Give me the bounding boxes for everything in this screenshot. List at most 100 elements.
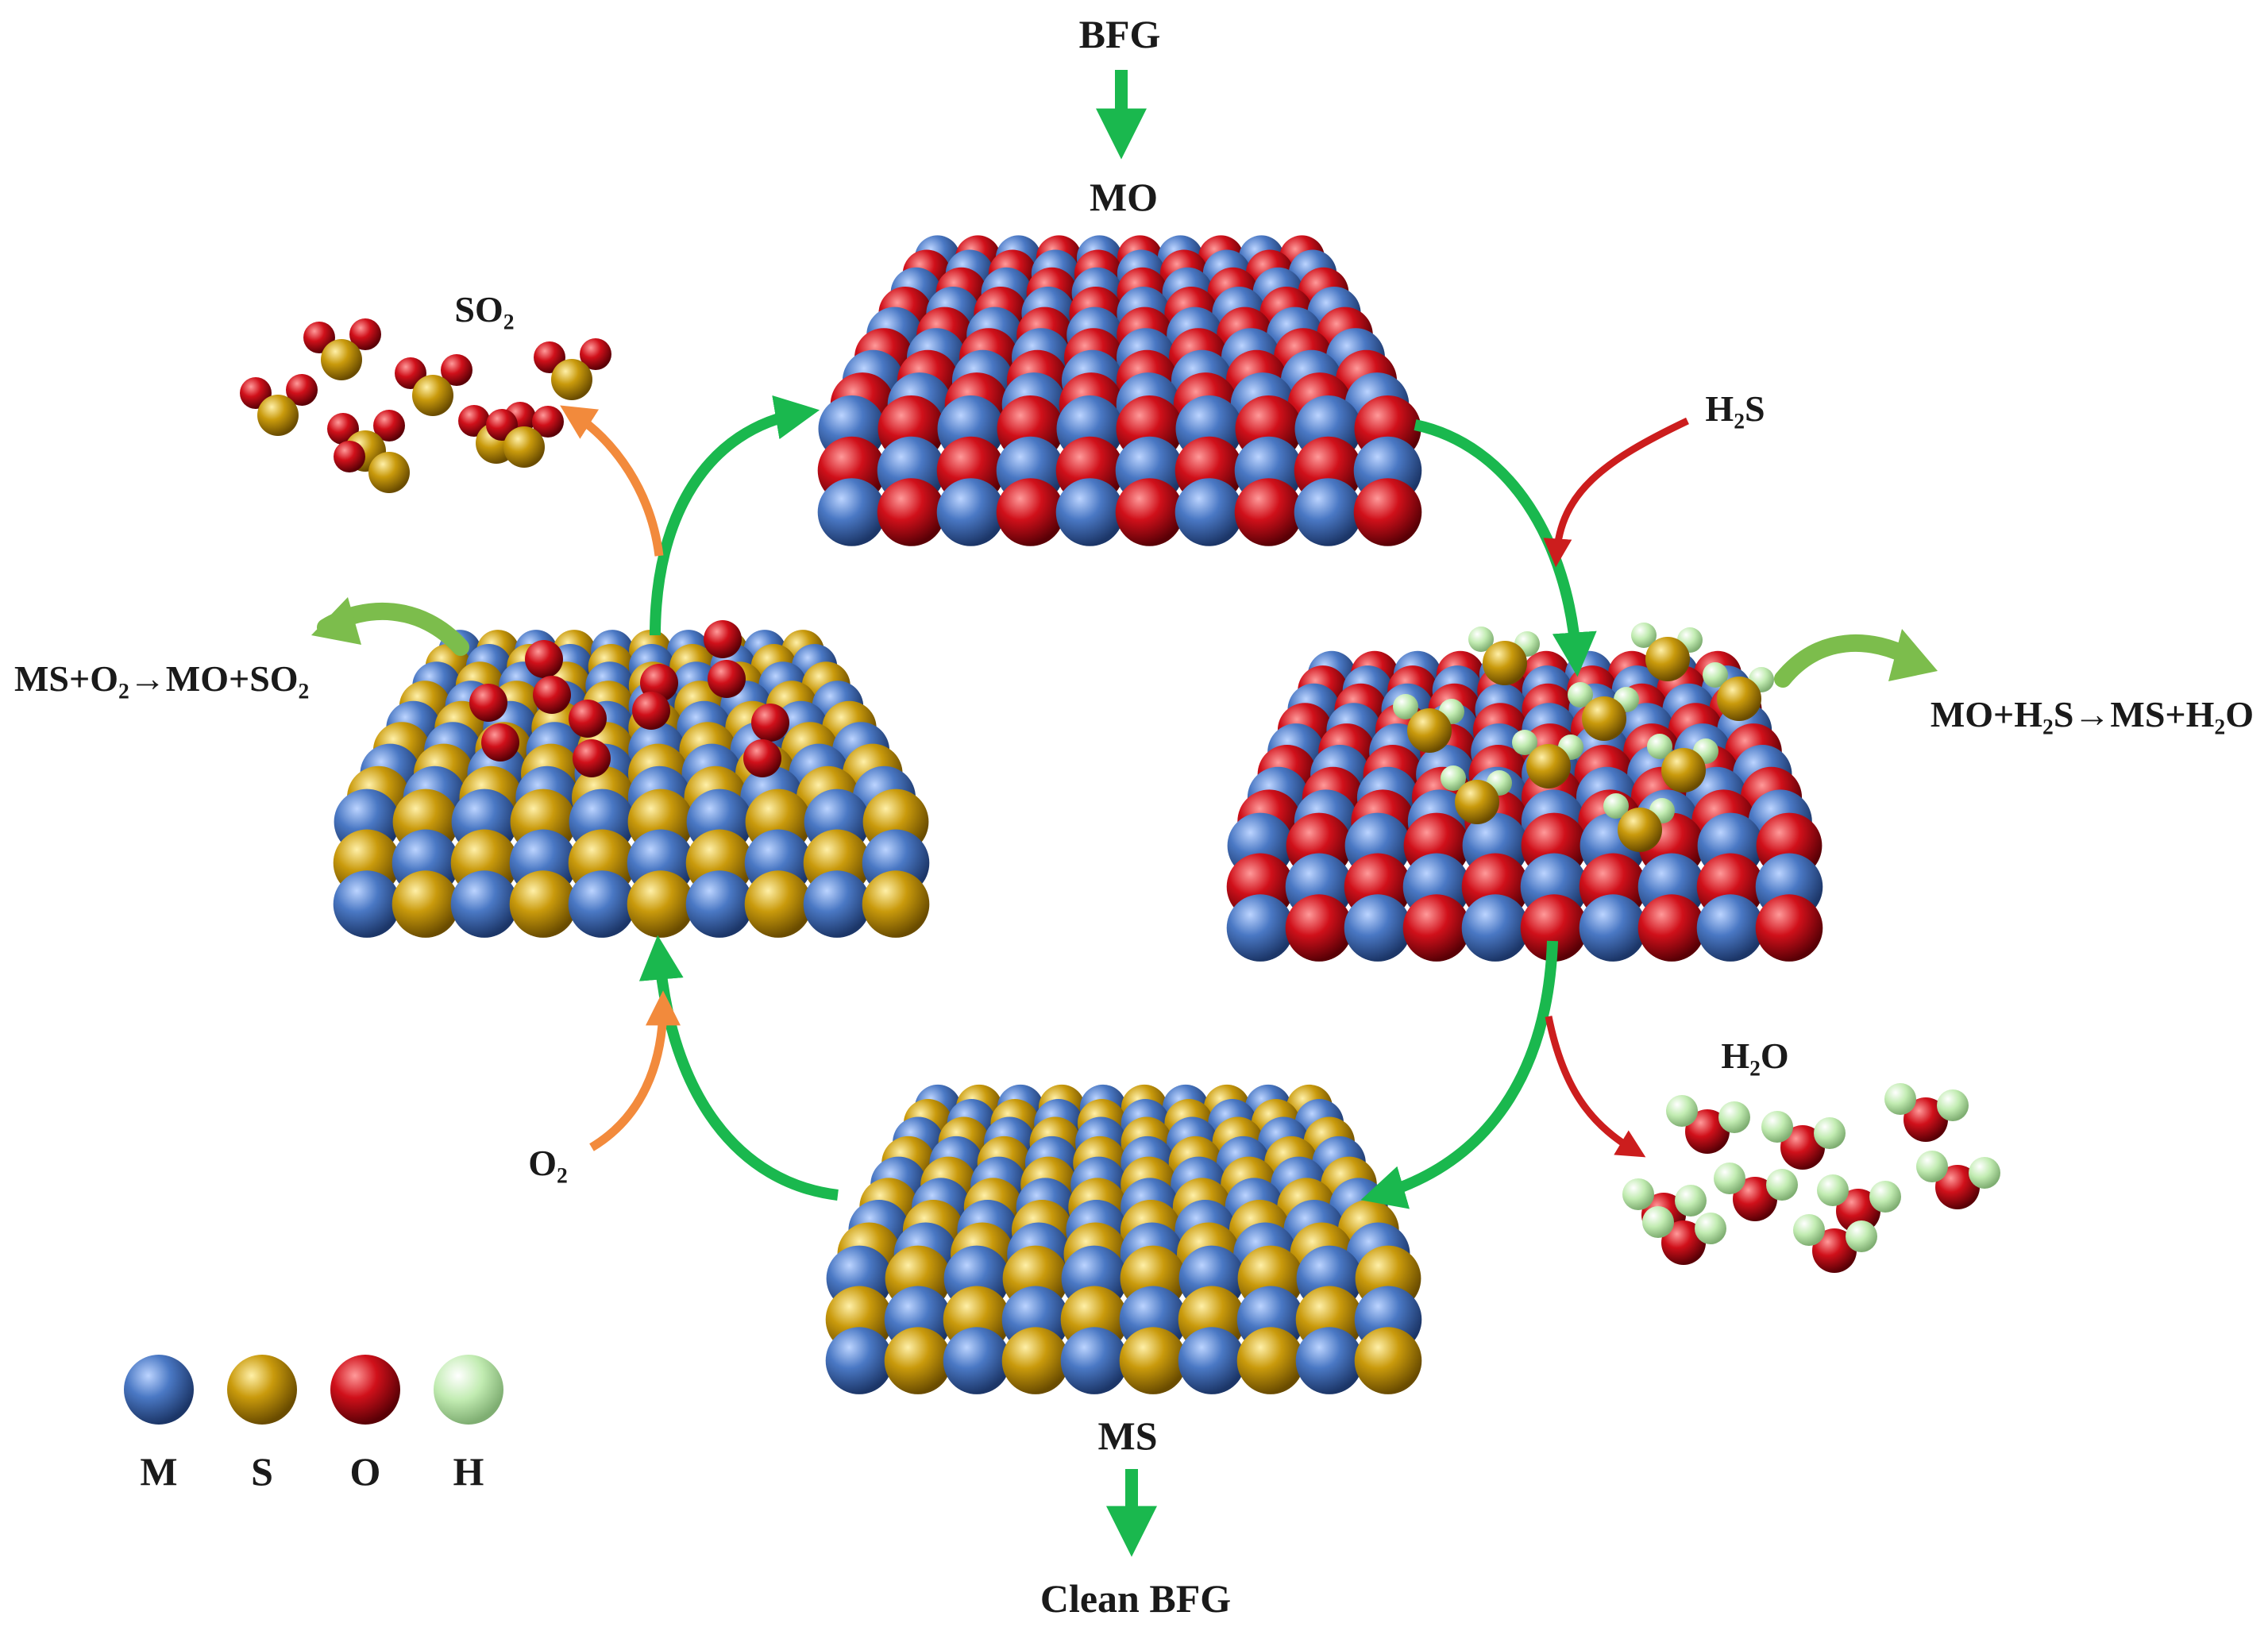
h-atom [1766,1169,1798,1201]
atom-M [685,870,754,938]
o-atom [1935,1165,1980,1209]
atom-O [1402,894,1471,962]
o-atom [1812,1228,1857,1273]
h-atom [1603,793,1629,819]
h-atom [1817,1174,1849,1206]
label-o2: O₂ [528,1143,568,1183]
h-atom [1761,1111,1793,1143]
label-reaction-sulfid: MO+H₂S→MS+H₂O [1930,694,2254,735]
atom-M [1461,894,1529,962]
s-atom [257,395,299,436]
h-atom [1568,682,1593,708]
o-atom [743,739,781,777]
h-atom [1666,1095,1698,1127]
arrow-h2s-in [1543,417,1689,568]
atom-S [1119,1327,1187,1394]
s-atom [1661,748,1706,792]
h-atom [1718,1101,1750,1133]
arrow-h2o-out [1545,1016,1646,1158]
h-atom [1937,1089,1969,1121]
o-atom [580,338,611,370]
atom-O [877,478,946,546]
h-atom [1916,1151,1948,1182]
legend-label-S: S [251,1449,273,1494]
o-atom [751,704,789,742]
o-adsorbates [469,620,789,777]
atom-S [509,870,577,938]
legend-label-H: H [453,1449,484,1494]
legend-label-M: M [140,1449,177,1494]
atom-S [627,870,695,938]
o-atom [469,684,507,722]
h-atom [1631,623,1657,648]
arrow-bottom-to-left [638,935,839,1201]
atom-M [1294,478,1363,546]
h-atom [1622,1178,1654,1210]
atom-S [392,870,460,938]
legend-atom-S [227,1355,297,1425]
h-atom [1703,662,1728,688]
s-atom [1618,808,1662,852]
o-atom [1904,1097,1948,1142]
legend-atom-M [124,1355,194,1425]
legend-atom-O [330,1355,400,1425]
h-atom [1642,1206,1674,1238]
arrow-left-to-top [650,395,820,636]
o-atom [349,318,381,350]
atom-O [1234,478,1303,546]
h-atom [1675,1185,1707,1217]
o-atom [704,620,742,658]
atom-M [1295,1327,1364,1394]
o-atom [533,676,571,714]
arrowhead-reaction-regen [311,597,361,645]
s-atom [551,359,592,400]
label-h2s: H₂S [1705,388,1765,429]
o-atom [1780,1125,1825,1170]
label-clean-bfg: Clean BFG [1040,1576,1231,1621]
atom-M [1226,894,1294,962]
label-ms: MS [1098,1413,1158,1458]
label-reaction-regen: MS+O₂→MO+SO₂ [14,658,309,699]
h-atom [1884,1083,1916,1115]
o-atom [286,374,318,406]
s-atom [321,339,362,380]
h-atom [1695,1213,1726,1244]
atom-O [1115,478,1184,546]
so2-molecule-cluster [240,318,611,493]
atom-O [996,478,1065,546]
arrow-so2-out [560,405,664,557]
o-atom [441,354,472,386]
atom-S [1354,1327,1422,1394]
atom-O [1755,894,1823,962]
label-h2o: H₂O [1721,1035,1788,1076]
o-atom [1661,1220,1706,1265]
h-atom [1393,694,1418,719]
atom-O [1353,478,1422,546]
legend-atom-H [434,1355,503,1425]
s-atom [1526,744,1571,789]
h-atom [1468,627,1494,652]
o-atom [1685,1109,1730,1154]
arrow-o2-in [589,990,681,1151]
oxide-slab-top [817,235,1422,546]
h-atom [1714,1163,1745,1194]
s-atom [368,452,410,493]
atom-M [1178,1327,1246,1394]
atom-O [1637,894,1706,962]
sulfide-slab-regeneration [333,630,930,938]
h-atom [1869,1181,1901,1213]
atom-M [1579,894,1647,962]
h-atom [1441,765,1466,791]
label-bfg-feed: BFG [1079,12,1161,56]
atom-M [943,1327,1011,1394]
atom-M [825,1327,893,1394]
o-atom [632,692,670,730]
o-atom [373,410,405,441]
o-atom [334,441,365,472]
atom-M [936,478,1005,546]
atom-M [568,870,636,938]
atom-O [1520,894,1588,962]
sulfide-slab-bottom [825,1084,1422,1394]
